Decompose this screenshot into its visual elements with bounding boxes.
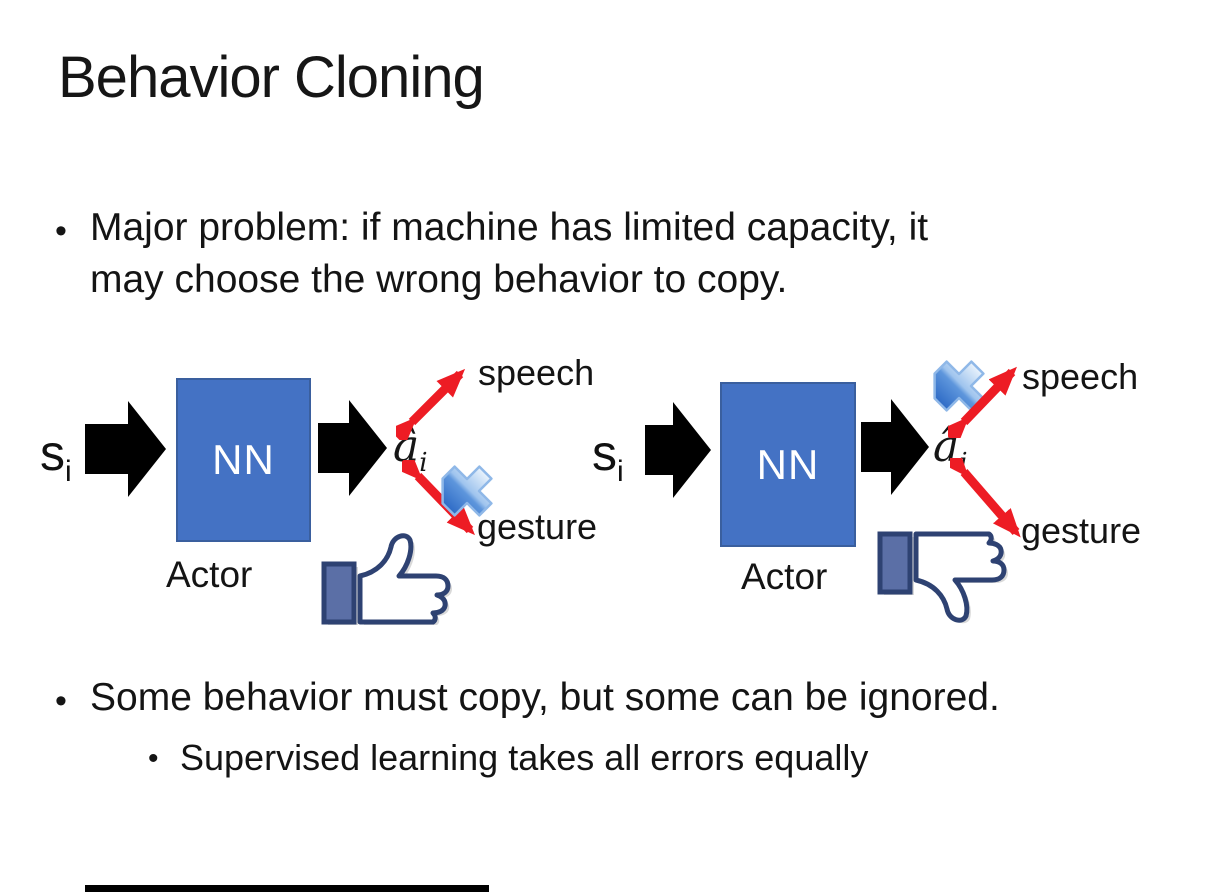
right-nn-label: NN [756,440,820,488]
left-speech-label: speech [478,352,595,393]
left-cross-out-icon [441,465,493,517]
left-speech-arrow-icon [396,368,466,440]
right-output-block-arrow-icon [861,399,929,495]
thumbs-down-icon [877,531,1008,624]
thumbs-up-icon [321,533,452,625]
bullet2-sub-text: Supervised learning takes all errors equ… [180,737,869,778]
right-actor-label: Actor [741,556,828,597]
bullet2-text: Some behavior must copy, but some can be… [90,676,1000,719]
bottom-cutoff-bar [85,885,489,892]
left-nn-box: NN [176,378,311,542]
right-speech-label: speech [1022,356,1139,397]
left-input-state-label: si [40,425,72,488]
right-input-state-label: si [592,425,624,488]
left-output-block-arrow-icon [318,400,387,496]
right-gesture-label: gesture [1021,510,1142,551]
right-nn-box: NN [720,382,856,547]
bullet1-line2: may choose the wrong behavior to copy. [90,258,788,301]
bullet-marker: • [55,212,67,250]
bullet-marker: • [55,682,67,720]
slide-title: Behavior Cloning [58,45,485,110]
bullet1-line1: Major problem: if machine has limited ca… [90,206,929,249]
right-speech-arrow-icon [948,366,1017,438]
right-input-block-arrow-icon [645,402,711,498]
left-actor-label: Actor [166,554,253,595]
sub-bullet-marker: • [148,742,159,775]
left-gesture-label: gesture [477,506,598,547]
left-input-block-arrow-icon [85,401,166,497]
right-gesture-arrow-icon [950,458,1021,538]
left-nn-label: NN [212,436,275,483]
